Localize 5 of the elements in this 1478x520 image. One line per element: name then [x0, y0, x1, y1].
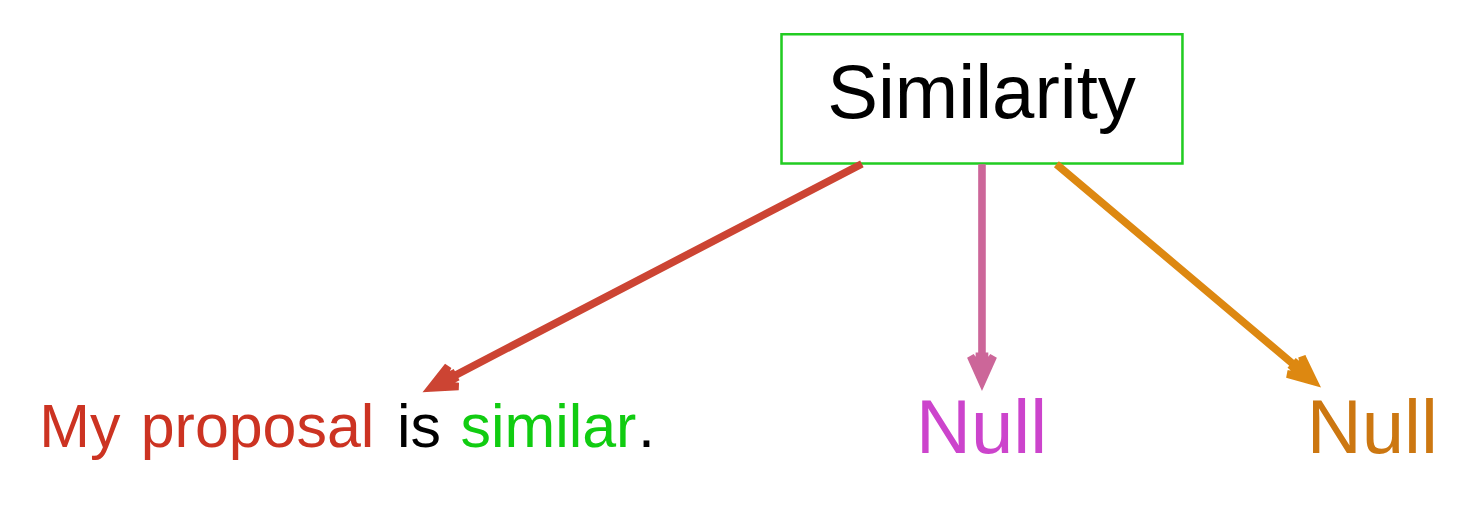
node-text: Null — [916, 383, 1048, 469]
node-box: Similarity — [780, 32, 1184, 165]
arrow — [1053, 161, 1318, 386]
node-text: Null — [1306, 383, 1438, 469]
node-text: My proposal is similar. — [39, 392, 656, 461]
